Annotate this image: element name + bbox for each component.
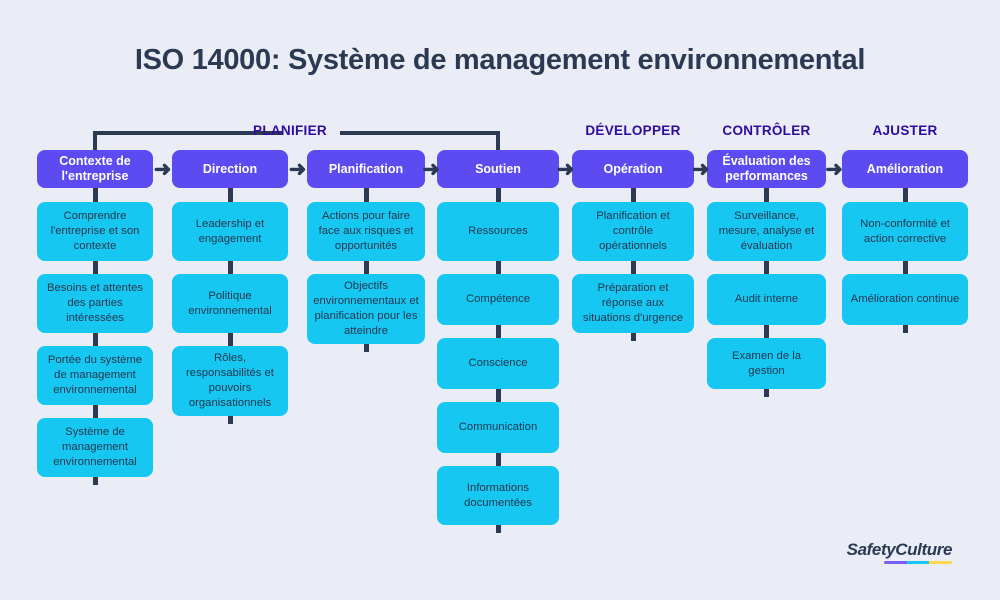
safetyculture-logo: SafetyCulture (847, 540, 952, 564)
header-arrow-1: ➜ (288, 157, 307, 181)
item-2-actions-pour-faire-face-aux-risques-et-o[interactable]: Actions pour faire face aux risques et o… (307, 202, 425, 261)
bracket-top-right (340, 131, 500, 135)
column-header-direction[interactable]: Direction (172, 150, 288, 188)
item-2-objectifs-environnementaux-et-planificat[interactable]: Objectifs environnementaux et planificat… (307, 274, 425, 344)
header-arrow-3: ➜ (556, 157, 575, 181)
column-spine-0 (92, 184, 98, 485)
logo-text: SafetyCulture (846, 540, 953, 560)
phase-label-developper: DÉVELOPPER (585, 123, 681, 138)
item-5-audit-interne[interactable]: Audit interne (707, 274, 826, 325)
item-3-informations-documentees[interactable]: Informations documentées (437, 466, 559, 525)
column-header-amelioration[interactable]: Amélioration (842, 150, 968, 188)
logo-underline-purple (884, 561, 907, 564)
column-spine-4 (630, 184, 636, 341)
item-3-conscience[interactable]: Conscience (437, 338, 559, 389)
column-spine-2 (363, 184, 369, 352)
logo-underline (884, 561, 952, 564)
column-header-planification[interactable]: Planification (307, 150, 425, 188)
item-0-comprendre-l-entreprise-et-son-contexte[interactable]: Comprendre l'entreprise et son contexte (37, 202, 153, 261)
logo-underline-yellow (929, 561, 952, 564)
bracket-left-leg (93, 131, 97, 156)
header-arrow-2: ➜ (422, 157, 440, 181)
phase-label-planifier: PLANIFIER (253, 123, 327, 138)
phase-label-ajuster: AJUSTER (872, 123, 938, 138)
header-arrow-5: ➜ (825, 157, 843, 181)
item-3-ressources[interactable]: Ressources (437, 202, 559, 261)
logo-text-safety: Safety (846, 540, 896, 559)
item-5-examen-de-la-gestion[interactable]: Examen de la gestion (707, 338, 826, 389)
item-1-politique-environnemental[interactable]: Politique environnemental (172, 274, 288, 333)
header-arrow-0: ➜ (153, 157, 172, 181)
logo-text-culture: Culture (895, 540, 952, 559)
item-3-competence[interactable]: Compétence (437, 274, 559, 325)
page-title: ISO 14000: Système de management environ… (134, 44, 866, 76)
item-5-surveillance-mesure-analyse-et-evaluatio[interactable]: Surveillance, mesure, analyse et évaluat… (707, 202, 826, 261)
column-header-soutien[interactable]: Soutien (437, 150, 559, 188)
phase-label-controler: CONTRÔLER (722, 123, 811, 138)
item-1-roles-responsabilites-et-pouvoirs-organi[interactable]: Rôles, responsabilités et pouvoirs organ… (172, 346, 288, 416)
item-0-portee-du-systeme-de-management-environn[interactable]: Portée du système de management environn… (37, 346, 153, 405)
column-header-operation[interactable]: Opération (572, 150, 694, 188)
bracket-right-leg (496, 131, 500, 156)
item-1-leadership-et-engagement[interactable]: Leadership et engagement (172, 202, 288, 261)
item-0-systeme-de-management-environnemental[interactable]: Système de management environnemental (37, 418, 153, 477)
item-6-non-conformite-et-action-corrective[interactable]: Non-conformité et action corrective (842, 202, 968, 261)
column-header-contexte-de-l-entreprise[interactable]: Contexte de l'entreprise (37, 150, 153, 188)
header-arrow-4: ➜ (691, 157, 710, 181)
item-3-communication[interactable]: Communication (437, 402, 559, 453)
column-header-evaluation-des-performances[interactable]: Évaluation des performances (707, 150, 826, 188)
item-6-amelioration-continue[interactable]: Amélioration continue (842, 274, 968, 325)
item-4-planification-et-controle-operationnels[interactable]: Planification et contrôle opérationnels (572, 202, 694, 261)
logo-underline-cyan (906, 561, 930, 564)
item-4-preparation-et-reponse-aux-situations-d-[interactable]: Préparation et réponse aux situations d'… (572, 274, 694, 333)
bracket-top-left (93, 131, 283, 135)
item-0-besoins-et-attentes-des-parties-interess[interactable]: Besoins et attentes des parties intéress… (37, 274, 153, 333)
